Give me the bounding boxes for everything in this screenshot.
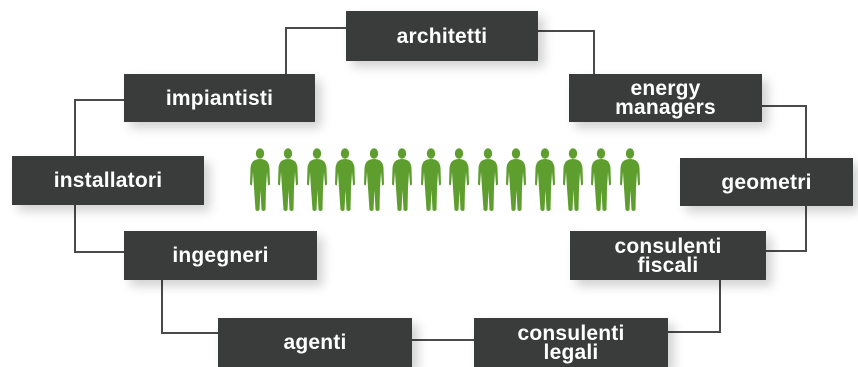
person-silhouette-icon xyxy=(420,148,441,211)
person-silhouette-icon xyxy=(363,148,384,211)
person-silhouette-icon xyxy=(392,148,413,211)
person-silhouette-icon xyxy=(506,148,527,211)
box-agenti-label: agenti xyxy=(283,331,347,354)
connector-ingegneri-installatori xyxy=(74,205,124,253)
box-geometri-label: geometri xyxy=(721,170,812,194)
box-installatori-label: installatori xyxy=(53,169,163,192)
connector-energy-geometri xyxy=(762,105,807,158)
box-energy-managers-line-2: managers xyxy=(615,96,716,119)
person-silhouette-icon xyxy=(306,148,327,211)
person-silhouette-icon xyxy=(534,148,555,211)
box-geometri: geometri xyxy=(680,158,853,206)
box-ingegneri: ingegneri xyxy=(124,231,317,280)
person-silhouette-icon xyxy=(449,148,470,211)
person-silhouette-icon xyxy=(619,148,640,211)
connector-architetti-energy xyxy=(538,30,595,74)
people-row xyxy=(249,148,641,212)
box-consulenti-legali-line-2: legali xyxy=(543,340,599,364)
person-silhouette-icon xyxy=(278,148,299,211)
box-impiantisti-label: impiantisti xyxy=(165,86,274,110)
box-consulenti-fiscali-line-1: consulenti xyxy=(614,234,722,258)
connector-impiantisti-architetti xyxy=(285,27,346,74)
box-consulenti-fiscali: consulenti fiscali xyxy=(570,231,766,280)
connector-fiscali-legali xyxy=(668,280,721,333)
box-installatori: installatori xyxy=(12,156,204,205)
connector-geometri-fiscali xyxy=(766,206,807,252)
person-silhouette-icon xyxy=(250,148,270,211)
box-consulenti-fiscali-line-2: fiscali xyxy=(637,253,699,277)
person-silhouette-icon xyxy=(591,148,612,211)
box-energy-managers: energy managers xyxy=(569,74,762,122)
box-architetti-label: architetti xyxy=(396,24,488,48)
person-silhouette-icon xyxy=(477,148,498,211)
box-ingegneri-label: ingegneri xyxy=(172,244,269,267)
box-impiantisti: impiantisti xyxy=(124,74,315,122)
box-architetti: architetti xyxy=(346,11,538,61)
box-consulenti-legali: consulenti legali xyxy=(474,318,668,367)
person-silhouette-icon xyxy=(562,148,583,211)
box-energy-managers-line-1: energy xyxy=(630,77,701,100)
connector-installatori-impiantisti xyxy=(74,99,124,156)
box-consulenti-legali-line-1: consulenti xyxy=(517,321,625,345)
connector-agenti-ingegneri xyxy=(161,280,218,334)
box-agenti: agenti xyxy=(218,318,412,367)
person-silhouette-icon xyxy=(335,148,356,211)
